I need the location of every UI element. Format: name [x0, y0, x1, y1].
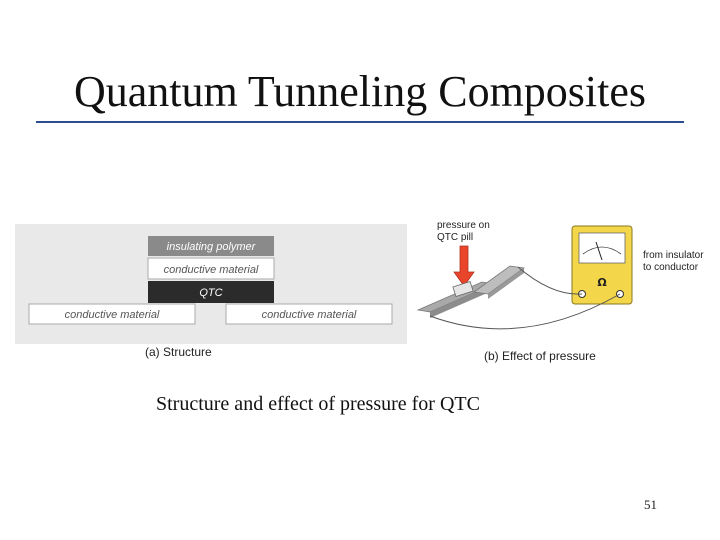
wire-right-strip [517, 266, 583, 295]
qtc-label: QTC [199, 287, 222, 299]
insulating-polymer-layer [148, 236, 274, 256]
pressure-effect-label: (b) Effect of pressure [484, 349, 596, 363]
right-conductor-strip-edge [488, 268, 524, 299]
effect-label-line1: from insulator [643, 250, 704, 261]
effect-label-line2: to conductor [643, 262, 699, 273]
pressure-arrow-icon [453, 245, 475, 287]
structure-label: (a) Structure [145, 345, 212, 359]
conductive-material-right-layer [225, 303, 393, 325]
ohmmeter-needle [595, 241, 603, 261]
page-number: 51 [644, 497, 657, 512]
conductive-material-top-label: conductive material [164, 264, 259, 276]
title-underline [36, 121, 684, 123]
figure-caption: Structure and effect of pressure for QTC [156, 393, 480, 415]
pressure-label-line1: pressure on [437, 220, 490, 231]
pressure-effect-figure: pressure on QTC pill Ω from insulator to… [412, 210, 710, 355]
ohmmeter-scale [582, 246, 622, 255]
conductive-material-left-label: conductive material [65, 309, 160, 321]
wire-left-strip [429, 293, 621, 330]
slide-title: Quantum Tunneling Composites [73, 67, 647, 116]
ohmmeter-display [578, 232, 626, 264]
conductive-material-right-label: conductive material [262, 309, 357, 321]
ohm-symbol: Ω [597, 276, 607, 289]
conductive-material-left-layer [28, 303, 196, 325]
structure-figure: insulating polymer conductive material Q… [15, 224, 407, 344]
insulating-polymer-label: insulating polymer [167, 241, 257, 253]
pressure-effect-diagram: pressure on QTC pill Ω from insulator to… [416, 220, 704, 330]
conductive-material-top-layer [147, 257, 275, 280]
qtc-layer [148, 281, 274, 303]
structure-diagram: insulating polymer conductive material Q… [28, 236, 393, 325]
qtc-pill [452, 280, 474, 298]
pressure-label-line2: QTC pill [437, 232, 473, 243]
